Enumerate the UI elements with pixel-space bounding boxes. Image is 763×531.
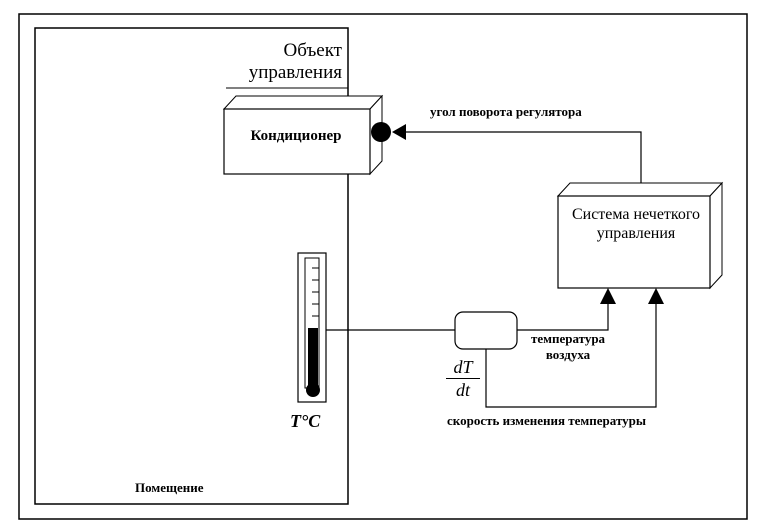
conditioner-box: [222, 94, 384, 176]
room-label: Помещение: [135, 480, 204, 495]
object-title: Объект управления: [248, 40, 342, 83]
angle-label: угол поворота регулятора: [430, 104, 582, 119]
thermometer-icon: [297, 252, 327, 403]
air-temp-arrowhead-icon: [600, 288, 616, 304]
room-box: [34, 27, 349, 505]
angle-line: [399, 131, 642, 183]
thermometer-label: T°C: [290, 411, 321, 431]
outer-frame: [18, 13, 748, 520]
sensor-box: [454, 311, 518, 350]
rate-arrowhead-icon: [648, 288, 664, 304]
derivative-label: dT dt: [446, 358, 480, 399]
derivative-numerator: dT: [453, 357, 473, 377]
rate-line: [485, 302, 657, 408]
rate-label: скорость изменения температуры: [447, 413, 647, 428]
conditioner-label: Кондиционер: [250, 128, 342, 144]
derivative-denominator: dt: [455, 380, 470, 400]
angle-arrowhead-icon: [392, 124, 406, 140]
system-box: [556, 181, 724, 290]
regulator-knob-icon: [371, 122, 391, 142]
fraction-bar: [446, 378, 480, 379]
air-temp-label: температура воздуха: [530, 331, 606, 362]
system-label: Система нечеткого управления: [571, 206, 701, 242]
air-temp-line: [517, 302, 609, 331]
